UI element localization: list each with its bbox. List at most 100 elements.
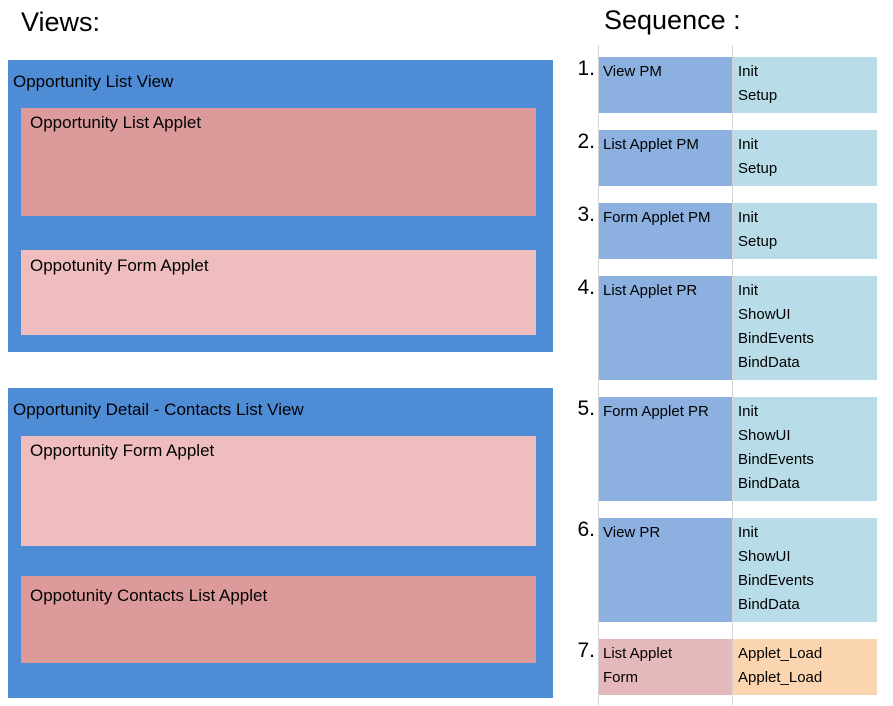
spacer bbox=[733, 380, 877, 397]
sequence-row-spacer bbox=[560, 113, 893, 130]
sequence-object-label: Form Applet PR bbox=[603, 403, 709, 420]
sequence-row-spacer bbox=[560, 186, 893, 203]
sequence-object-label: List Applet bbox=[603, 645, 673, 662]
sequence-row-spacer bbox=[560, 380, 893, 397]
spacer bbox=[598, 695, 733, 705]
sequence-method-label: Init bbox=[738, 63, 759, 80]
sequence-method-label: Init bbox=[738, 209, 759, 226]
sequence-method-label: Init bbox=[738, 282, 759, 299]
sequence-method-label: ShowUI bbox=[738, 548, 791, 565]
sequence-object-label: View PM bbox=[603, 63, 662, 80]
sequence-filler bbox=[603, 157, 732, 181]
spacer bbox=[598, 501, 733, 518]
sequence-filler bbox=[603, 593, 732, 617]
applet-label: Opportunity List Applet bbox=[30, 113, 202, 132]
sequence-object-cell[interactable]: List Applet PM bbox=[598, 130, 733, 186]
sequence-filler bbox=[603, 303, 732, 327]
spacer bbox=[560, 695, 598, 705]
sequence-method-label: Setup bbox=[738, 160, 778, 177]
sequence-filler bbox=[603, 424, 732, 448]
sequence-row-spacer bbox=[560, 501, 893, 518]
sequence-filler bbox=[603, 545, 732, 569]
sequence-row-number: 3. bbox=[577, 203, 595, 226]
sequence-row-number: 2. bbox=[577, 130, 595, 153]
sequence-method-label: ShowUI bbox=[738, 306, 791, 323]
view-title: Opportunity Detail - Contacts List View bbox=[13, 400, 304, 419]
views-heading: Views: bbox=[21, 7, 101, 37]
sequence-gridline-bottom bbox=[560, 695, 893, 705]
spacer bbox=[598, 622, 733, 639]
spacer bbox=[733, 45, 877, 57]
spacer bbox=[733, 186, 877, 203]
sequence-object-label: Form Applet PM bbox=[603, 209, 711, 226]
sequence-method-label: BindData bbox=[738, 596, 800, 613]
applet-box-oppotunity-contacts-list-applet[interactable] bbox=[21, 576, 536, 663]
sequence-method-label: Init bbox=[738, 524, 759, 541]
spacer bbox=[733, 113, 877, 130]
sequence-filler bbox=[603, 84, 732, 108]
spacer bbox=[560, 45, 598, 57]
views-panel: Views: Opportunity List View Opportunity… bbox=[8, 7, 553, 698]
sequence-method-label: BindEvents bbox=[738, 451, 814, 468]
spacer bbox=[560, 186, 598, 203]
sequence-row-spacer bbox=[560, 622, 893, 639]
spacer bbox=[598, 113, 733, 130]
sequence-gridline-top bbox=[560, 45, 893, 57]
spacer bbox=[560, 622, 598, 639]
sequence-method-label: Applet_Load bbox=[738, 645, 823, 662]
sequence-object-cell[interactable]: Form Applet PM bbox=[598, 203, 733, 259]
spacer bbox=[733, 695, 877, 705]
applet-label: Opportunity Form Applet bbox=[30, 441, 215, 460]
sequence-object-cell[interactable]: View PR bbox=[598, 518, 733, 622]
sequence-object-label: List Applet PR bbox=[603, 282, 698, 299]
applet-box-oppotunity-form-applet[interactable] bbox=[21, 250, 536, 335]
spacer bbox=[560, 380, 598, 397]
sequence-row-number: 4. bbox=[577, 276, 595, 299]
sequence-method-label: Setup bbox=[738, 87, 778, 104]
sequence-object-cell[interactable]: View PM bbox=[598, 57, 733, 113]
spacer bbox=[733, 259, 877, 276]
sequence-filler bbox=[603, 448, 732, 472]
sequence-method-label: ShowUI bbox=[738, 427, 791, 444]
spacer bbox=[560, 501, 598, 518]
spacer bbox=[560, 259, 598, 276]
spacer bbox=[598, 380, 733, 397]
sequence-heading: Sequence : bbox=[604, 5, 741, 35]
applet-label: Oppotunity Form Applet bbox=[30, 256, 209, 275]
view-title: Opportunity List View bbox=[13, 72, 174, 91]
sequence-method-label: Setup bbox=[738, 233, 778, 250]
applet-box-opportunity-form-applet[interactable] bbox=[21, 436, 536, 546]
spacer bbox=[733, 622, 877, 639]
applet-box-opportunity-list-applet[interactable] bbox=[21, 108, 536, 216]
sequence-filler bbox=[603, 327, 732, 351]
applet-label: Oppotunity Contacts List Applet bbox=[30, 586, 268, 605]
sequence-object-label: List Applet PM bbox=[603, 136, 699, 153]
sequence-object-cell[interactable]: List Applet PR bbox=[598, 276, 733, 380]
spacer bbox=[598, 259, 733, 276]
sequence-object-cell[interactable]: Form Applet PR bbox=[598, 397, 733, 501]
sequence-method-label: BindEvents bbox=[738, 330, 814, 347]
sequence-object-label: View PR bbox=[603, 524, 661, 541]
sequence-row-number: 6. bbox=[577, 518, 595, 541]
sequence-row-spacer bbox=[560, 259, 893, 276]
spacer bbox=[598, 45, 733, 57]
sequence-method-label: BindData bbox=[738, 354, 800, 371]
spacer bbox=[598, 186, 733, 203]
